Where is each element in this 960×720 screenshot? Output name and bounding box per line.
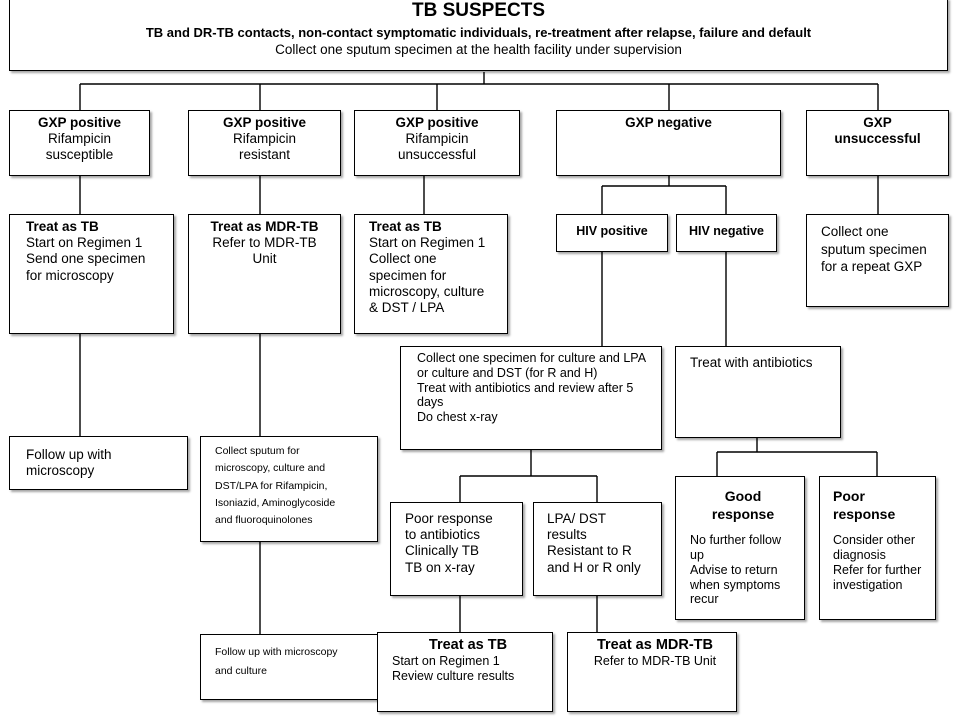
- box-title: Treat as MDR-TB: [210, 219, 319, 234]
- box-line: days: [417, 395, 444, 410]
- box-line: Refer to MDR-TB: [212, 235, 317, 251]
- box-line: Review culture results: [392, 669, 515, 684]
- box-line: Collect sputum for: [215, 445, 300, 457]
- box-title: Poor response: [833, 488, 896, 523]
- poor-response-box: Poor response Consider other diagnosis R…: [819, 476, 936, 620]
- box-title: Treat as TB: [369, 219, 442, 234]
- box-line: for a repeat GXP: [821, 259, 923, 275]
- box-line: diagnosis: [833, 548, 886, 563]
- box-line: Clinically TB: [405, 543, 480, 559]
- box-title: GXP negative: [625, 115, 712, 130]
- box-line: Treat with antibiotics: [690, 355, 813, 370]
- treat-as-tb-collect-box: Treat as TB Start on Regimen 1 Collect o…: [354, 214, 508, 334]
- box-line: Refer for further: [833, 562, 922, 577]
- box-line: TB on x-ray: [405, 559, 475, 575]
- box-line: Rifampicin: [232, 131, 297, 147]
- box-line: Follow up with microscopy: [215, 646, 338, 658]
- box-line: Collect one: [369, 251, 437, 267]
- box-line: microscopy, culture and: [215, 462, 326, 475]
- box-line: and H or R only: [547, 559, 641, 575]
- box-line: DST/LPA for Rifampicin,: [215, 479, 328, 492]
- box-line: Consider other: [833, 533, 915, 548]
- follow-up-microscopy-culture-box: Follow up with microscopy and culture: [200, 634, 378, 700]
- box-line: Treat with antibiotics and review after …: [417, 380, 634, 395]
- box-title: Treat as TB: [26, 219, 99, 234]
- box-line: Do chest x-ray: [417, 410, 498, 424]
- box-title: HIV positive: [576, 224, 648, 238]
- box-line: resistant: [238, 147, 291, 163]
- box-line: when symptoms: [690, 577, 781, 592]
- box-title: GXP positive: [37, 115, 122, 130]
- treat-with-antibiotics-box: Treat with antibiotics: [675, 346, 841, 438]
- box-line: Collect one specimen for culture and LPA: [417, 351, 647, 365]
- box-line: recur: [690, 592, 719, 607]
- box-line: Start on Regimen 1: [392, 654, 500, 669]
- box-title: GXP positive: [395, 115, 479, 130]
- box-line: Start on Regimen 1: [26, 235, 143, 251]
- box-line: No further follow: [690, 533, 782, 548]
- box-line: Follow up with microscopy: [26, 447, 112, 479]
- box-line: or culture and DST (for R and H): [417, 365, 598, 380]
- box-title: Treat as MDR-TB: [596, 637, 714, 653]
- gxp-positive-unsuccessful-box: GXP positive Rifampicin unsuccessful: [354, 110, 520, 176]
- hiv-positive-box: HIV positive: [556, 214, 668, 252]
- gxp-negative-box: GXP negative: [556, 110, 781, 176]
- box-line: Rifampicin: [405, 131, 469, 147]
- box-line: results: [547, 527, 587, 543]
- box-line: investigation: [833, 577, 903, 592]
- box-line: to antibiotics: [405, 527, 481, 543]
- box-title: HIV negative: [688, 224, 765, 238]
- box-line: Unit: [252, 251, 277, 267]
- lpa-dst-results-box: LPA/ DST results Resistant to R and H or…: [533, 502, 662, 596]
- box-line: Start on Regimen 1: [369, 235, 486, 251]
- box-line: sputum specimen: [821, 241, 927, 257]
- box-line: & DST / LPA: [369, 299, 445, 315]
- follow-up-microscopy-box: Follow up with microscopy: [9, 436, 188, 490]
- final-treat-as-tb-box: Treat as TB Start on Regimen 1 Review cu…: [377, 632, 553, 712]
- poor-response-tb-box: Poor response to antibiotics Clinically …: [390, 502, 523, 596]
- box-line: Resistant to R: [547, 543, 632, 559]
- collect-sputum-box: Collect sputum for microscopy, culture a…: [200, 436, 378, 542]
- final-treat-as-mdr-tb-box: Treat as MDR-TB Refer to MDR-TB Unit: [567, 632, 737, 712]
- header-subtitle: TB and DR-TB contacts, non-contact sympt…: [145, 24, 812, 40]
- box-line: Rifampicin: [47, 131, 112, 147]
- box-line: Isoniazid, Aminoglycoside: [215, 496, 336, 509]
- box-line: unsuccessful: [397, 147, 477, 163]
- box-line: Send one specimen: [26, 251, 146, 267]
- box-title: Good response: [711, 488, 775, 523]
- box-line: and fluoroquinolones: [215, 514, 313, 527]
- repeat-gxp-box: Collect one sputum specimen for a repeat…: [806, 214, 949, 307]
- box-line: unsuccessful: [834, 131, 921, 147]
- box-line: Collect one: [821, 224, 889, 239]
- gxp-positive-resistant-box: GXP positive Rifampicin resistant: [188, 110, 341, 176]
- page-title: TB SUSPECTS: [411, 0, 546, 21]
- box-line: Advise to return: [690, 562, 778, 577]
- box-line: for microscopy: [26, 267, 114, 283]
- box-line: specimen for: [369, 267, 447, 283]
- box-title: Treat as TB: [428, 637, 508, 653]
- header-instruction: Collect one sputum specimen at the healt…: [275, 42, 682, 58]
- tb-suspects-header: TB SUSPECTS TB and DR-TB contacts, non-c…: [9, 0, 948, 71]
- box-title: GXP positive: [222, 115, 307, 130]
- hiv-positive-action-box: Collect one specimen for culture and LPA…: [400, 346, 662, 450]
- box-line: Poor response: [405, 511, 493, 526]
- good-response-box: Good response No further follow up Advis…: [675, 476, 805, 620]
- hiv-negative-box: HIV negative: [676, 214, 777, 252]
- box-line: susceptible: [45, 147, 114, 163]
- box-line: LPA/ DST: [547, 511, 607, 526]
- box-line: Refer to MDR-TB Unit: [593, 654, 717, 669]
- gxp-unsuccessful-box: GXP unsuccessful: [806, 110, 949, 176]
- box-line: up: [690, 548, 704, 563]
- box-line: and culture: [215, 664, 267, 677]
- treat-as-tb-box: Treat as TB Start on Regimen 1 Send one …: [9, 214, 174, 334]
- box-line: microscopy, culture: [369, 283, 485, 299]
- treat-as-mdr-tb-box: Treat as MDR-TB Refer to MDR-TB Unit: [188, 214, 341, 334]
- gxp-positive-susceptible-box: GXP positive Rifampicin susceptible: [9, 110, 150, 176]
- box-title: GXP: [863, 115, 892, 130]
